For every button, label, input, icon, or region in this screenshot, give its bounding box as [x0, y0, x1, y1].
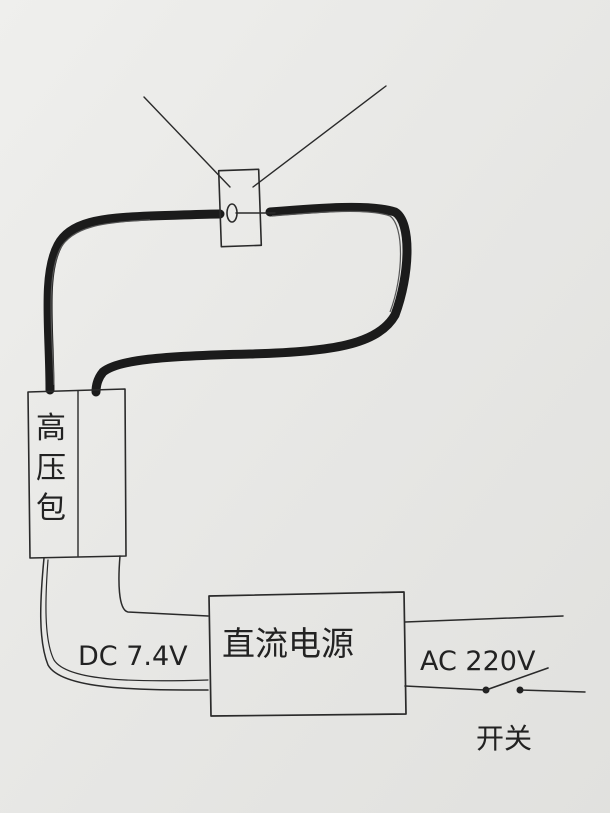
electrode-holder — [217, 168, 263, 248]
dc-supply-box — [208, 591, 407, 717]
ac-wire-bottom-b — [519, 689, 586, 693]
dc-voltage-label: DC 7.4V — [78, 641, 188, 672]
hv-pack-box — [27, 388, 127, 559]
hv-lead-left-inner — [45, 559, 209, 682]
hv-lead-left-outer — [39, 557, 209, 691]
hv-pack-label-2: 压 — [36, 451, 66, 486]
ac-wire-bottom-a — [404, 685, 486, 691]
hv-cable-right — [91, 202, 412, 397]
hv-cable-left — [43, 209, 225, 395]
electrode-wire-right — [252, 85, 387, 188]
hv-lead-right — [118, 555, 209, 617]
hv-pack-label-1: 高 — [36, 411, 66, 446]
dc-supply-label: 直流电源 — [222, 624, 354, 663]
switch-lever — [485, 667, 549, 691]
ac-voltage-label: AC 220V — [420, 646, 536, 677]
hv-pack-label-3: 包 — [36, 491, 66, 526]
switch-contact-right — [516, 686, 524, 694]
hv-cable-highlight — [50, 210, 402, 386]
electrode-wire-left — [143, 96, 231, 188]
ac-wire-top — [404, 615, 564, 623]
switch-label: 开关 — [476, 722, 532, 755]
